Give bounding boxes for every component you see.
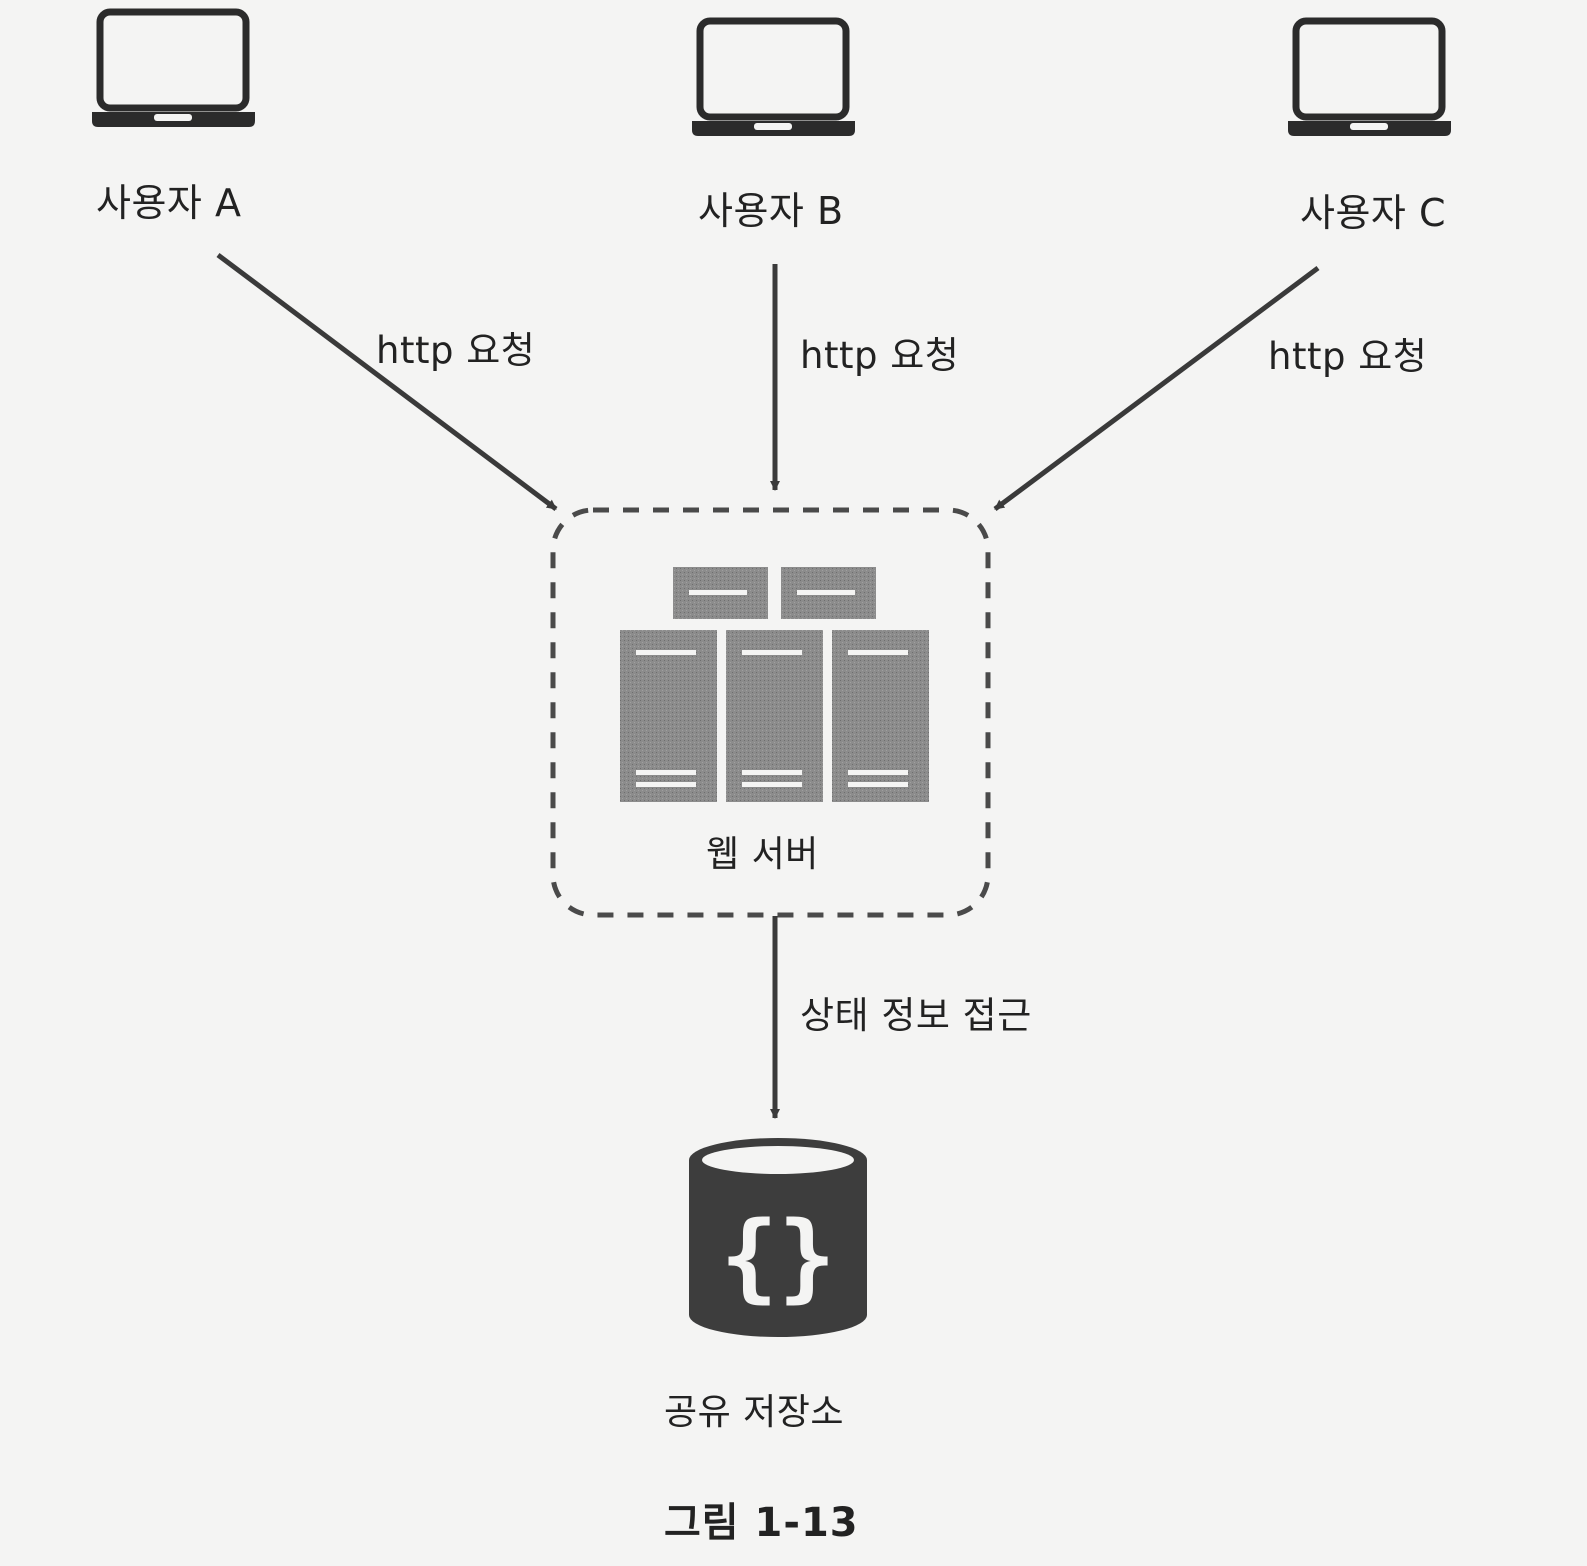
edge-user-a-to-web-server (216, 253, 558, 511)
laptop-icon (692, 17, 855, 136)
figure-caption: 그림 1-13 (664, 1500, 859, 1546)
laptop-icon (1288, 17, 1451, 136)
shared-storage-label: 공유 저장소 (664, 1392, 845, 1433)
edge-label-user-b: http 요청 (800, 334, 960, 377)
user-c-label: 사용자 C (1300, 191, 1446, 235)
server-rack-icon (620, 567, 929, 802)
edge-label-user-c: http 요청 (1268, 335, 1428, 378)
web-server-boundary (550, 507, 991, 918)
laptop-icon (92, 8, 255, 127)
database-cylinder-icon: {} (689, 1138, 867, 1337)
user-a-label: 사용자 A (96, 181, 242, 225)
web-server-label: 웹 서버 (706, 834, 819, 875)
edge-label-user-a: http 요청 (376, 329, 536, 372)
edge-label-state-access: 상태 정보 접근 (800, 994, 1032, 1037)
user-b-label: 사용자 B (698, 189, 844, 233)
svg-text:{}: {} (720, 1201, 836, 1313)
edge-user-c-to-web-server (993, 265, 1320, 512)
